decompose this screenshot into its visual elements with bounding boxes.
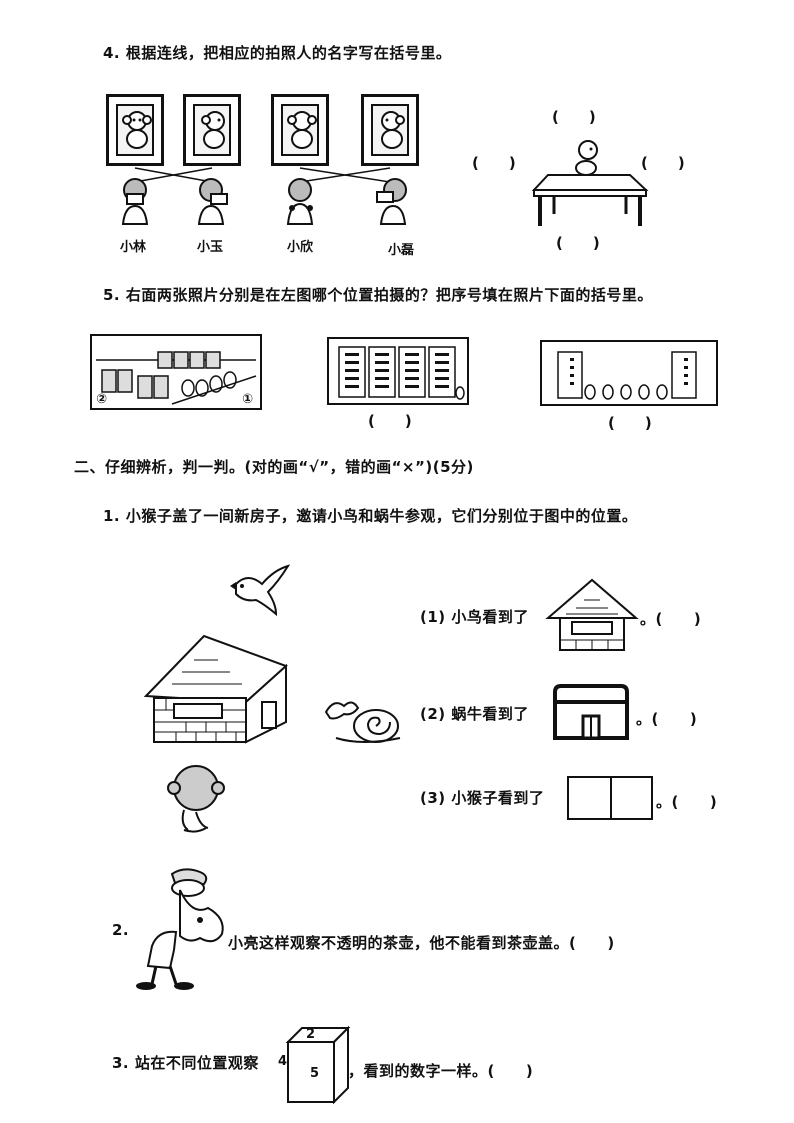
house-roof-view-icon [545, 578, 639, 651]
judge1-item-2-answer[interactable]: 。( ) [636, 710, 698, 728]
judge1-item-1-prefix: (1) 小鸟看到了 [420, 608, 529, 626]
photographer-name: 小磊 [388, 243, 415, 258]
answer-paren-top[interactable]: ( ) [552, 108, 596, 126]
connecting-lines [134, 167, 391, 183]
judge2-text[interactable]: 小亮这样观察不透明的茶壶，他不能看到茶壶盖。( ) [228, 934, 615, 952]
blocks-front-view-icon [338, 346, 465, 400]
house-back-view-icon [567, 776, 653, 820]
snail-icon [324, 701, 401, 743]
judge1-item-2-prefix: (2) 蜗牛看到了 [420, 705, 529, 723]
monkey-front-icon [122, 111, 152, 149]
photographer-icon [197, 178, 228, 225]
judge2-number: 2. [112, 921, 130, 939]
judge1-item-3-prefix: (3) 小猴子看到了 [420, 789, 545, 807]
photographer-icon [121, 178, 149, 225]
answer-paren-right[interactable]: ( ) [641, 154, 685, 172]
q4-title: 4. 根据连线，把相应的拍照人的名字写在括号里。 [103, 44, 452, 62]
monkey-side-icon [201, 111, 225, 149]
judge3-suffix[interactable]: ，看到的数字一样。( ) [348, 1062, 534, 1080]
picture-frame-3 [271, 94, 329, 166]
judge3-prefix: 3. 站在不同位置观察 [112, 1054, 259, 1072]
position-marker-2: ② [96, 392, 108, 407]
answer-paren-photo-b[interactable]: ( ) [608, 414, 652, 432]
answer-paren-bottom[interactable]: ( ) [556, 234, 600, 252]
table-with-monkey-icon [531, 140, 649, 226]
house-side-view-icon [553, 684, 629, 740]
blocks-side-view-icon [557, 351, 697, 400]
judge1-item-1-answer[interactable]: 。( ) [640, 610, 702, 628]
picture-frame-4 [361, 94, 419, 166]
stacked-blocks-icon [96, 351, 257, 405]
q5-scene-image: ② ① [90, 334, 262, 410]
judge1-title: 1. 小猴子盖了一间新房子，邀请小鸟和蜗牛参观，它们分别位于图中的位置。 [103, 507, 638, 525]
photographer-name: 小玉 [197, 240, 224, 255]
cube-top-number: 2 [306, 1027, 316, 1042]
photographer-name: 小林 [120, 240, 147, 255]
brick-house-icon [143, 634, 288, 744]
section-title: 二、仔细辨析，判一判。(对的画“√”，错的画“×”)(5分) [74, 458, 474, 476]
judge1-item-3-answer[interactable]: 。( ) [656, 793, 718, 811]
photographer-icon [286, 178, 314, 225]
q5-title: 5. 右面两张照片分别是在左图哪个位置拍摄的？把序号填在照片下面的括号里。 [103, 286, 653, 304]
position-marker-1: ① [242, 392, 254, 407]
answer-paren-left[interactable]: ( ) [472, 154, 516, 172]
monkey-side-icon [381, 111, 405, 149]
photographer-name: 小欣 [287, 240, 314, 255]
cube-left-number: 4 [278, 1054, 288, 1069]
monkey-back-icon [287, 111, 317, 149]
picture-frame-2 [183, 94, 241, 166]
bird-icon [230, 564, 291, 617]
boy-looking-at-teapot-icon [136, 868, 224, 990]
q5-photo-b [540, 340, 718, 406]
picture-frame-1 [106, 94, 164, 166]
cube-front-number: 5 [310, 1066, 320, 1081]
q5-photo-a [327, 337, 469, 405]
answer-paren-photo-a[interactable]: ( ) [368, 412, 412, 430]
number-cube-icon [285, 1025, 351, 1105]
photographer-icon [376, 178, 407, 225]
monkey-back-icon [167, 765, 225, 833]
